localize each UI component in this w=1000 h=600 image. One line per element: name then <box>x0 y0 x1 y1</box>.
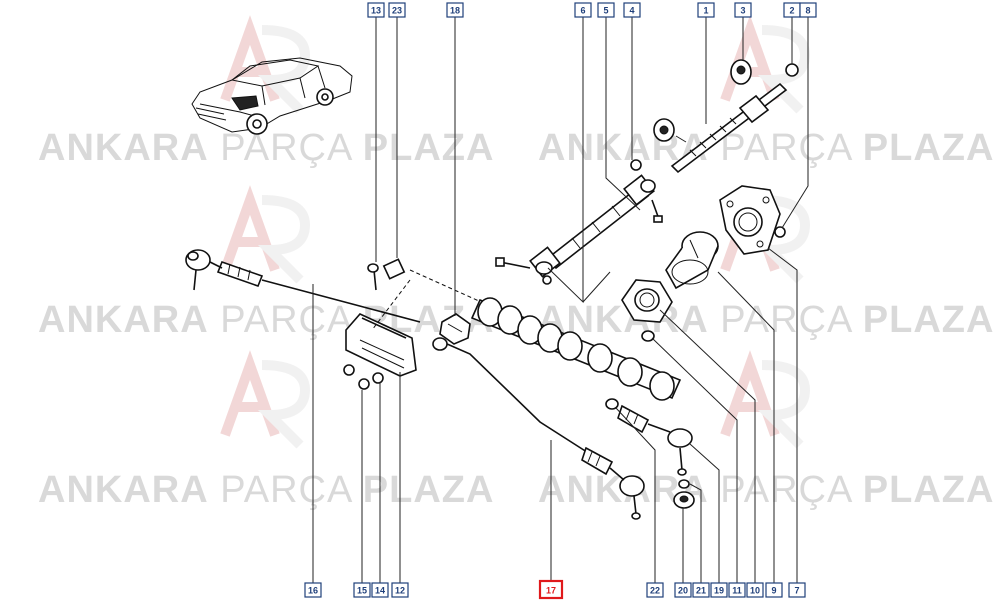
tie-rod-17 <box>432 337 645 520</box>
svg-text:ANKARA PARÇA PLAZA: ANKARA PARÇA PLAZA <box>538 127 994 169</box>
callout-box[interactable]: 1 <box>697 2 715 18</box>
rack-housing <box>409 269 682 401</box>
tie-rod-end-19 <box>605 398 695 509</box>
svg-text:ANKARA PARÇA PLAZA: ANKARA PARÇA PLAZA <box>38 127 494 169</box>
callout-box[interactable]: 15 <box>353 582 371 598</box>
svg-text:ANKARA PARÇA PLAZA: ANKARA PARÇA PLAZA <box>38 469 494 511</box>
callout-box[interactable]: 7 <box>788 582 806 598</box>
svg-text:18: 18 <box>450 6 460 16</box>
watermark-text-row: ANKARA PARÇA PLAZA ANKARA PARÇA PLAZA <box>38 127 994 169</box>
watermark-logo <box>720 350 811 449</box>
flange-plate-8 <box>719 185 786 255</box>
svg-text:14: 14 <box>375 586 385 596</box>
watermark-layer: ANKARA PARÇA PLAZA ANKARA PARÇA PLAZA AN… <box>38 15 994 511</box>
callout-box[interactable]: 9 <box>765 582 783 598</box>
svg-text:1: 1 <box>703 6 708 16</box>
callout-box-highlighted[interactable]: 17 <box>538 579 564 600</box>
svg-text:23: 23 <box>392 6 402 16</box>
svg-text:19: 19 <box>714 586 724 596</box>
watermark-logo <box>220 350 311 449</box>
callout-box[interactable]: 20 <box>674 582 692 598</box>
callout-box[interactable]: 10 <box>746 582 764 598</box>
callout-box[interactable]: 8 <box>799 2 817 18</box>
rubber-boot-9 <box>665 231 719 290</box>
svg-text:17: 17 <box>546 586 556 596</box>
svg-text:6: 6 <box>580 6 585 16</box>
svg-text:ANKARA PARÇA PLAZA: ANKARA PARÇA PLAZA <box>538 469 994 511</box>
svg-text:22: 22 <box>650 586 660 596</box>
callout-box[interactable]: 5 <box>597 2 615 18</box>
clamp-block-12 <box>343 258 417 390</box>
svg-text:ANKARA PARÇA PLAZA: ANKARA PARÇA PLAZA <box>38 299 494 341</box>
callout-box[interactable]: 14 <box>371 582 389 598</box>
watermark-text-row: ANKARA PARÇA PLAZA ANKARA PARÇA PLAZA <box>38 469 994 511</box>
car-illustration <box>191 57 353 135</box>
tie-rod-16 <box>185 249 421 323</box>
callout-box[interactable]: 23 <box>388 2 406 18</box>
callout-box[interactable]: 18 <box>446 2 464 18</box>
steering-shaft-upper <box>653 59 799 174</box>
svg-text:4: 4 <box>629 6 634 16</box>
callout-box[interactable]: 3 <box>734 2 752 18</box>
callout-box[interactable]: 2 <box>783 2 801 18</box>
svg-text:8: 8 <box>805 6 810 16</box>
svg-text:2: 2 <box>789 6 794 16</box>
svg-text:10: 10 <box>750 586 760 596</box>
svg-text:13: 13 <box>371 6 381 16</box>
callout-box[interactable]: 16 <box>304 582 322 598</box>
watermark-text-row: ANKARA PARÇA PLAZA ANKARA PARÇA PLAZA <box>38 299 994 341</box>
callout-box[interactable]: 21 <box>692 582 710 598</box>
intermediate-shaft-6 <box>495 159 663 285</box>
gasket-10 <box>621 279 673 342</box>
callout-box[interactable]: 6 <box>574 2 592 18</box>
svg-text:5: 5 <box>603 6 608 16</box>
callout-box[interactable]: 22 <box>646 582 664 598</box>
watermark-logo <box>220 185 311 284</box>
callout-box[interactable]: 12 <box>391 582 409 598</box>
svg-text:7: 7 <box>794 586 799 596</box>
svg-text:11: 11 <box>732 586 742 596</box>
svg-text:15: 15 <box>357 586 367 596</box>
svg-text:12: 12 <box>395 586 405 596</box>
callout-box[interactable]: 4 <box>623 2 641 18</box>
bracket-18 <box>439 313 471 345</box>
svg-text:9: 9 <box>771 586 776 596</box>
svg-text:21: 21 <box>696 586 706 596</box>
leader-lines <box>312 17 809 583</box>
callout-box[interactable]: 13 <box>367 2 385 18</box>
watermark-logo <box>220 15 311 114</box>
svg-text:3: 3 <box>740 6 745 16</box>
svg-text:16: 16 <box>308 586 318 596</box>
svg-text:20: 20 <box>678 586 688 596</box>
svg-text:ANKARA PARÇA PLAZA: ANKARA PARÇA PLAZA <box>538 299 994 341</box>
callout-box[interactable]: 11 <box>728 582 746 598</box>
callout-box[interactable]: 19 <box>710 582 728 598</box>
